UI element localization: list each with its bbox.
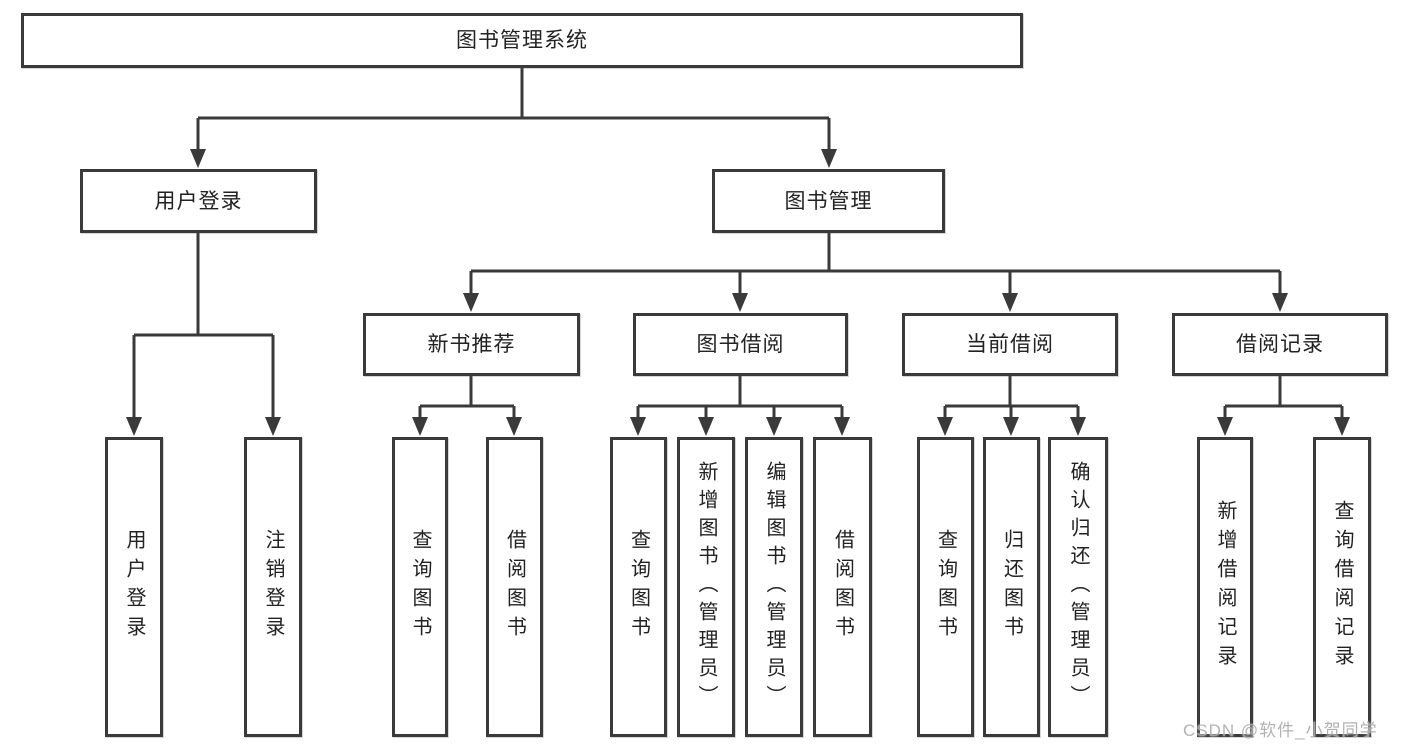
leaf-confirm-return-admin-label: 确认归还（管理员） bbox=[1067, 461, 1089, 713]
leaf-edit-books-admin: 编辑图书（管理员） bbox=[745, 437, 803, 737]
leaf-add-books-admin-label: 新增图书（管理员） bbox=[695, 461, 717, 713]
connector-root-to-level2 bbox=[196, 68, 831, 152]
connector-book-mgmt-to-level3 bbox=[469, 233, 1282, 296]
leaf-query-books-current-label: 查询图书 bbox=[934, 529, 957, 645]
leaf-query-borrow-record: 查询借阅记录 bbox=[1313, 437, 1371, 737]
leaf-query-books-borrowing-label: 查询图书 bbox=[627, 529, 650, 645]
node-borrowing-records-label: 借阅记录 bbox=[1236, 333, 1324, 356]
node-current-borrowing-label: 当前借阅 bbox=[966, 333, 1054, 356]
leaf-add-borrow-record-label: 新增借阅记录 bbox=[1214, 500, 1236, 674]
node-new-book-recommendation-label: 新书推荐 bbox=[427, 333, 516, 356]
leaf-add-borrow-record: 新增借阅记录 bbox=[1197, 437, 1253, 737]
leaf-query-books-recommend-label: 查询图书 bbox=[409, 529, 431, 645]
leaf-borrow-books-borrowing: 借阅图书 bbox=[813, 437, 872, 737]
node-current-borrowing: 当前借阅 bbox=[902, 313, 1118, 376]
node-book-management: 图书管理 bbox=[712, 169, 945, 233]
leaf-edit-books-admin-label: 编辑图书（管理员） bbox=[763, 461, 785, 713]
leaf-logout-label: 注销登录 bbox=[262, 529, 284, 645]
leaf-return-books-label: 归还图书 bbox=[1000, 529, 1023, 645]
node-library-system: 图书管理系统 bbox=[21, 13, 1023, 68]
leaf-return-books: 归还图书 bbox=[983, 437, 1040, 737]
leaf-borrow-books-borrowing-label: 借阅图书 bbox=[831, 529, 854, 645]
leaf-add-books-admin: 新增图书（管理员） bbox=[677, 437, 735, 737]
connector-new-book-to-leaves bbox=[418, 376, 516, 420]
leaf-confirm-return-admin: 确认归还（管理员） bbox=[1048, 437, 1108, 737]
leaf-borrow-books-recommend-label: 借阅图书 bbox=[503, 529, 526, 645]
leaf-query-books-borrowing: 查询图书 bbox=[610, 437, 667, 737]
leaf-query-books-recommend: 查询图书 bbox=[392, 437, 448, 737]
node-user-login-label: 用户登录 bbox=[154, 189, 243, 213]
leaf-user-login: 用户登录 bbox=[105, 437, 163, 737]
connector-borrow-records-to-leaves bbox=[1223, 376, 1344, 420]
node-book-borrowing-label: 图书借阅 bbox=[696, 333, 785, 356]
leaf-logout: 注销登录 bbox=[244, 437, 302, 737]
connector-user-login-to-leaves bbox=[132, 233, 275, 420]
connector-book-borrow-to-leaves bbox=[636, 376, 844, 420]
node-book-management-label: 图书管理 bbox=[784, 189, 873, 213]
node-book-borrowing: 图书借阅 bbox=[633, 313, 848, 376]
node-borrowing-records: 借阅记录 bbox=[1172, 313, 1388, 376]
csdn-watermark: CSDN @软件_小贺同学 bbox=[1183, 721, 1378, 740]
leaf-query-borrow-record-label: 查询借阅记录 bbox=[1331, 500, 1353, 674]
node-new-book-recommendation: 新书推荐 bbox=[363, 313, 580, 376]
leaf-user-login-label: 用户登录 bbox=[123, 529, 145, 645]
node-library-system-label: 图书管理系统 bbox=[456, 29, 588, 52]
leaf-borrow-books-recommend: 借阅图书 bbox=[486, 437, 543, 737]
node-user-login: 用户登录 bbox=[80, 169, 317, 233]
connector-current-borrow-to-leaves bbox=[943, 376, 1080, 420]
leaf-query-books-current: 查询图书 bbox=[917, 437, 974, 737]
